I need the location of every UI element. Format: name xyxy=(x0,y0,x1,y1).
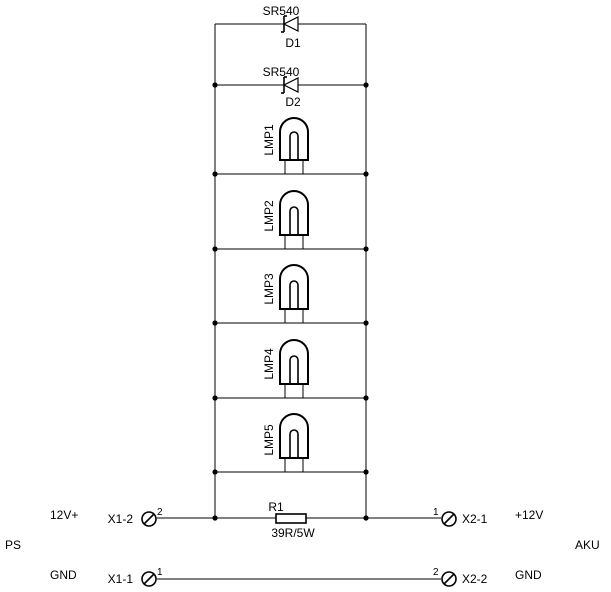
terminal-x1-2-label: X1-2 xyxy=(108,512,134,526)
terminal-x2-2-pin: 2 xyxy=(433,567,439,578)
lamp-lmp2 xyxy=(279,190,309,249)
lamp-lmp5 xyxy=(279,413,309,472)
resistor-r1-ref: R1 xyxy=(268,500,284,514)
lamp-lmp5-label: LMP5 xyxy=(262,424,276,456)
terminal-x2-2-label: X2-2 xyxy=(462,572,488,586)
resistor-r1 xyxy=(275,513,307,524)
diode-d2 xyxy=(281,76,299,94)
terminal-x1-1-icon xyxy=(141,571,157,587)
lamp-lmp1-label: LMP1 xyxy=(262,124,276,156)
lamp-lmp4 xyxy=(279,339,309,398)
diode-d1 xyxy=(281,15,299,33)
lamp-lmp1 xyxy=(279,117,309,174)
terminal-x1-1-pin: 1 xyxy=(157,567,163,578)
terminal-x1-2-icon xyxy=(141,511,157,527)
resistor-r1-value: 39R/5W xyxy=(271,526,315,540)
diode-d1-value: SR540 xyxy=(263,4,300,18)
terminal-x2-1-icon xyxy=(441,511,457,527)
terminal-x1-1-label: X1-1 xyxy=(108,572,134,586)
lamp-lmp4-label: LMP4 xyxy=(262,348,276,380)
left-side-label: PS xyxy=(5,538,21,552)
left-ground-label: GND xyxy=(50,568,77,582)
right-ground-label: GND xyxy=(515,568,542,582)
lamp-lmp2-label: LMP2 xyxy=(262,200,276,232)
terminal-x2-2-icon xyxy=(441,571,457,587)
lamp-lmp3 xyxy=(279,264,309,323)
diode-d2-ref: D2 xyxy=(285,95,301,109)
terminal-x1-2-pin: 2 xyxy=(157,507,163,518)
diode-d1-ref: D1 xyxy=(285,36,301,50)
terminal-x2-1-pin: 1 xyxy=(433,507,439,518)
right-positive-label: +12V xyxy=(515,508,543,522)
right-side-label: AKU xyxy=(575,538,600,552)
diode-d2-value: SR540 xyxy=(263,65,300,79)
terminal-x2-1-label: X2-1 xyxy=(462,512,488,526)
lamp-lmp3-label: LMP3 xyxy=(262,273,276,305)
left-positive-label: 12V+ xyxy=(50,508,78,522)
